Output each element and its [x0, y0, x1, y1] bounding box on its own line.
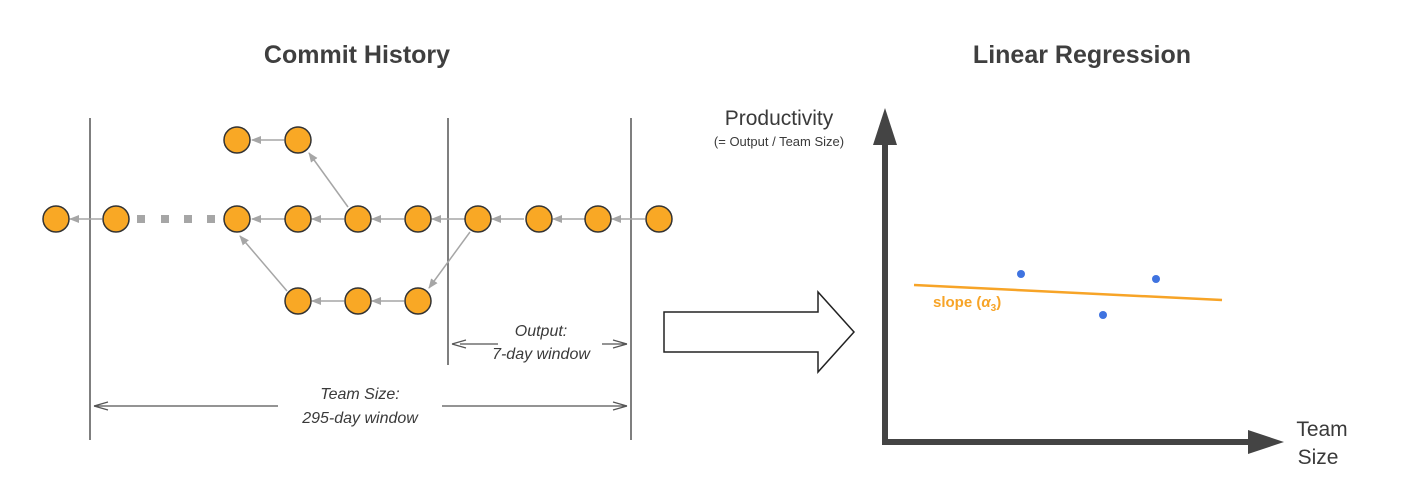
- team-window-label-2: 295-day window: [301, 410, 419, 427]
- x-axis-label: Team: [1296, 418, 1347, 441]
- commit-history-title: Commit History: [264, 41, 450, 69]
- commit-node: [284, 287, 312, 315]
- commit-node: [404, 287, 432, 315]
- ellipsis-dot: [137, 215, 145, 223]
- commit-nodes: [42, 126, 673, 315]
- slope-label-subscript: 3: [991, 303, 997, 314]
- transform-arrow-icon: [663, 290, 856, 374]
- arrowhead: [93, 401, 109, 407]
- commit-node: [284, 205, 312, 233]
- y-axis-label: Productivity: [725, 107, 834, 130]
- slope-label-suffix: ): [996, 294, 1001, 311]
- arrowhead: [612, 343, 628, 349]
- commit-edge: [239, 235, 288, 292]
- ellipsis-dot: [207, 215, 215, 223]
- slope-label-symbol: α: [981, 294, 991, 311]
- arrowhead: [451, 343, 467, 349]
- commit-node: [404, 205, 432, 233]
- arrowhead: [612, 405, 628, 411]
- commit-edges: [69, 136, 645, 305]
- regression-points: [1017, 270, 1160, 319]
- ellipsis-dot: [184, 215, 192, 223]
- data-point: [1152, 275, 1160, 283]
- commit-node: [464, 205, 492, 233]
- regression-line: [913, 283, 1223, 302]
- commit-node: [525, 205, 553, 233]
- data-point: [1017, 270, 1025, 278]
- arrowhead: [93, 405, 109, 411]
- output-window-label-2: 7-day window: [492, 346, 591, 363]
- slope-label-prefix: slope (: [933, 294, 981, 311]
- commit-node: [344, 205, 372, 233]
- commit-node: [102, 205, 130, 233]
- data-point: [1099, 311, 1107, 319]
- commit-node: [344, 287, 372, 315]
- commit-node: [42, 205, 70, 233]
- arrowhead: [451, 339, 467, 345]
- ellipsis-dot: [161, 215, 169, 223]
- commit-node: [645, 205, 673, 233]
- y-axis-arrowhead: [873, 108, 897, 145]
- team-window-label: Team Size:: [320, 386, 399, 403]
- y-axis-sublabel: (= Output / Team Size): [714, 134, 844, 149]
- linear-regression-title: Linear Regression: [973, 41, 1191, 69]
- output-window-label: Output:: [515, 323, 567, 340]
- commit-node: [584, 205, 612, 233]
- commit-node: [284, 126, 312, 154]
- commit-edge: [308, 152, 349, 208]
- commit-node: [223, 126, 251, 154]
- commit-node: [223, 205, 251, 233]
- slope-label: slope (α3): [933, 294, 1001, 314]
- commit-edge: [428, 231, 471, 289]
- arrowhead: [612, 401, 628, 407]
- history-ellipsis: [137, 215, 215, 223]
- arrowhead: [612, 339, 628, 345]
- x-axis-arrowhead: [1248, 430, 1284, 454]
- x-axis-label-2: Size: [1298, 446, 1339, 469]
